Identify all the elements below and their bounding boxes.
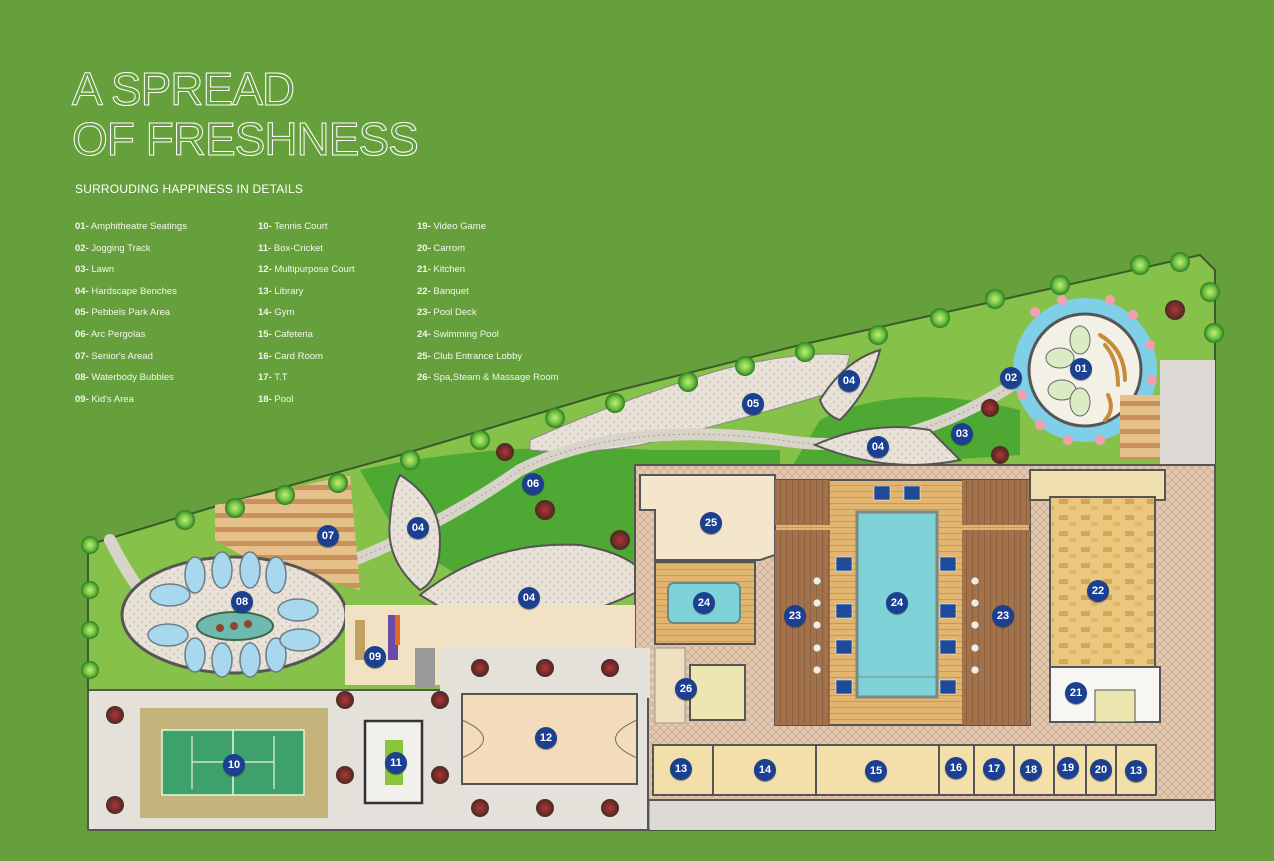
marker-hardscape-benches[interactable]: 04 bbox=[518, 587, 540, 609]
legend-item: 12- Multipurpose Court bbox=[258, 264, 355, 276]
marker-lawn[interactable]: 03 bbox=[951, 423, 973, 445]
marker-swimming-pool[interactable]: 24 bbox=[886, 592, 908, 614]
marker-library[interactable]: 13 bbox=[670, 758, 692, 780]
marker-cafeteria[interactable]: 15 bbox=[865, 760, 887, 782]
legend-item: 08- Waterbody Bubbles bbox=[75, 372, 174, 384]
marker-tt[interactable]: 17 bbox=[983, 758, 1005, 780]
marker-hardscape-benches[interactable]: 04 bbox=[838, 370, 860, 392]
legend-item: 15- Cafeteria bbox=[258, 328, 313, 340]
legend-item: 01- Amphitheatre Seatings bbox=[75, 221, 187, 232]
marker-spa[interactable]: 26 bbox=[675, 678, 697, 700]
marker-amphitheatre[interactable]: 01 bbox=[1070, 358, 1092, 380]
legend-item: 13- Library bbox=[258, 285, 304, 297]
marker-hardscape-benches[interactable]: 04 bbox=[407, 517, 429, 539]
legend-item: 07- Senior's Aread bbox=[75, 350, 153, 362]
legend-column-1: 01- Amphitheatre Seatings 02- Jogging Tr… bbox=[75, 220, 187, 414]
legend-item: 24- Swimming Pool bbox=[417, 328, 499, 340]
legend-item: 19- Video Game bbox=[417, 221, 487, 232]
marker-arc-pergolas[interactable]: 06 bbox=[522, 473, 544, 495]
marker-hardscape-benches[interactable]: 04 bbox=[867, 436, 889, 458]
marker-kitchen[interactable]: 21 bbox=[1065, 682, 1087, 704]
legend-item: 21- Kitchen bbox=[417, 264, 466, 276]
legend-item: 17- T.T bbox=[258, 372, 288, 384]
legend-item: 02- Jogging Track bbox=[75, 242, 151, 254]
marker-club-entrance-lobby[interactable]: 25 bbox=[700, 512, 722, 534]
legend-column-2: 10- Tennis Court 11- Box-Cricket 12- Mul… bbox=[258, 220, 355, 414]
legend-item: 11- Box-Cricket bbox=[258, 242, 323, 254]
marker-pool[interactable]: 18 bbox=[1020, 759, 1042, 781]
page-title: A SPREAD OF FRESHNESS bbox=[72, 63, 420, 165]
marker-banquet[interactable]: 22 bbox=[1087, 580, 1109, 602]
marker-library[interactable]: 13 bbox=[1125, 760, 1147, 782]
legend-item: 20- Carrom bbox=[417, 242, 466, 254]
marker-swimming-pool[interactable]: 24 bbox=[693, 592, 715, 614]
marker-pool-deck[interactable]: 23 bbox=[784, 605, 806, 627]
marker-waterbody-bubbles[interactable]: 08 bbox=[231, 591, 253, 613]
legend-item: 09- Kid's Area bbox=[75, 393, 134, 405]
legend-item: 22- Banquet bbox=[417, 285, 469, 297]
legend-item: 10- Tennis Court bbox=[258, 221, 328, 232]
marker-seniors-area[interactable]: 07 bbox=[317, 525, 339, 547]
shrubs bbox=[106, 300, 1185, 817]
legend-item: 05- Pebbels Park Area bbox=[75, 307, 171, 319]
marker-card-room[interactable]: 16 bbox=[945, 757, 967, 779]
legend-item: 26- Spa,Steam & Massage Room bbox=[417, 372, 559, 384]
trees bbox=[81, 252, 1224, 679]
marker-pebbles-park[interactable]: 05 bbox=[742, 393, 764, 415]
marker-tennis-court[interactable]: 10 bbox=[223, 754, 245, 776]
marker-box-cricket[interactable]: 11 bbox=[385, 752, 407, 774]
marker-jogging-track[interactable]: 02 bbox=[1000, 367, 1022, 389]
marker-video-game[interactable]: 19 bbox=[1057, 757, 1079, 779]
marker-pool-deck[interactable]: 23 bbox=[992, 605, 1014, 627]
title-line-2: OF FRESHNESS bbox=[72, 113, 420, 165]
marker-carrom[interactable]: 20 bbox=[1090, 759, 1112, 781]
bottom-rooms bbox=[652, 744, 1157, 796]
legend-item: 04- Hardscape Benches bbox=[75, 285, 177, 297]
subtitle: SURROUDING HAPPINESS IN DETAILS bbox=[75, 182, 304, 196]
legend-item: 06- Arc Pergolas bbox=[75, 328, 146, 340]
legend-item: 03- Lawn bbox=[75, 264, 115, 276]
marker-gym[interactable]: 14 bbox=[754, 759, 776, 781]
legend-item: 23- Pool Deck bbox=[417, 307, 477, 319]
marker-kids-area[interactable]: 09 bbox=[364, 646, 386, 668]
legend-item: 16- Card Room bbox=[258, 350, 323, 362]
legend-item: 18- Pool bbox=[258, 393, 294, 405]
legend-item: 14- Gym bbox=[258, 307, 295, 319]
legend-item: 25- Club Entrance Lobby bbox=[417, 350, 523, 362]
title-line-1: A SPREAD bbox=[72, 63, 296, 115]
marker-multipurpose-court[interactable]: 12 bbox=[535, 727, 557, 749]
legend-column-3: 19- Video Game 20- Carrom 21- Kitchen 22… bbox=[417, 220, 559, 393]
swimming-pool bbox=[855, 510, 939, 699]
